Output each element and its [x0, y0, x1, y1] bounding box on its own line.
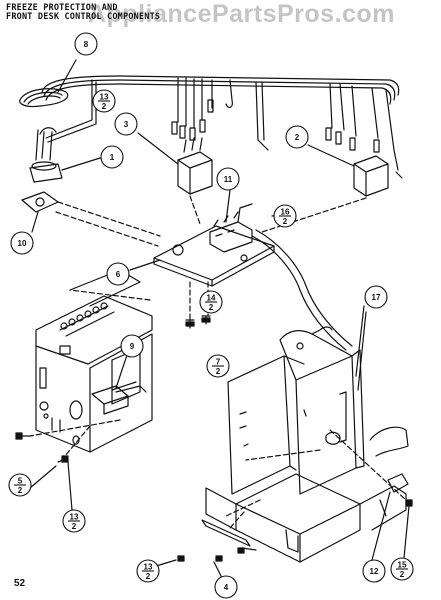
wire-loop-8 [19, 59, 77, 108]
callout-numerator: 15 [398, 561, 407, 570]
bracket-4 [155, 519, 257, 579]
callout-circle [364, 285, 388, 309]
callout-number: 12 [370, 567, 379, 576]
callout-number: 2 [295, 133, 300, 142]
diagram-title-line2: FRONT DESK CONTROL COMPONENTS [6, 12, 161, 22]
callout-numerator: 7 [216, 358, 221, 367]
callout-number: 1 [110, 153, 115, 162]
callout-circle [216, 167, 240, 191]
callout-denominator: 2 [72, 522, 77, 531]
callout-c2: 2 [285, 125, 309, 149]
callout-circle [362, 559, 386, 583]
callout-number: 6 [116, 270, 121, 279]
callout-denominator: 2 [216, 367, 221, 376]
terminal-block-11 [209, 189, 253, 253]
bracket-10 [21, 191, 59, 233]
callout-denominator: 2 [400, 570, 405, 579]
board-screws [185, 315, 211, 329]
callout-numerator: 13 [100, 93, 109, 102]
callout-circle [214, 575, 238, 599]
callout-number: 4 [224, 583, 229, 592]
callout-c7: 72 [206, 354, 230, 378]
callout-c6: 6 [106, 262, 130, 286]
callout-numerator: 5 [18, 477, 23, 486]
callout-number: 3 [124, 120, 129, 129]
callout-circle [120, 334, 144, 358]
callout-c9: 9 [120, 334, 144, 358]
callout-c1: 1 [100, 145, 124, 169]
front-desk-control-box [35, 269, 153, 453]
callout-number: 17 [372, 293, 381, 302]
diagram-title-line1: FREEZE PROTECTION AND [6, 3, 118, 13]
page-number: 52 [14, 578, 26, 589]
callout-number: 10 [18, 239, 27, 248]
callout-number: 9 [130, 342, 135, 351]
callout-c10: 10 [10, 231, 34, 255]
callout-circle [74, 32, 98, 56]
callout-c13c: 132 [136, 559, 160, 583]
callout-c13b: 132 [62, 509, 86, 533]
callout-numerator: 13 [70, 513, 79, 522]
switch-9 [91, 351, 147, 415]
callout-denominator: 2 [18, 486, 23, 495]
callout-numerator: 14 [207, 294, 216, 303]
callout-circle [285, 125, 309, 149]
callout-c15: 152 [390, 557, 414, 581]
relay-3 [137, 99, 214, 195]
callout-c14: 142 [199, 290, 223, 314]
callout-denominator: 2 [209, 303, 214, 312]
callout-circle [10, 231, 34, 255]
callout-denominator: 2 [146, 572, 151, 581]
ribbon-cable [251, 211, 353, 351]
sensor-1 [29, 127, 101, 183]
callout-numerator: 13 [144, 563, 153, 572]
callout-circle [106, 262, 130, 286]
wiring-harness [41, 75, 400, 171]
left-box-screws [15, 432, 73, 511]
callout-circle [114, 112, 138, 136]
callout-denominator: 2 [102, 102, 107, 111]
watermark: AppliancePartsPros.com [88, 0, 395, 28]
relay-2 [307, 127, 403, 197]
callout-numerator: 16 [281, 208, 290, 217]
callout-number: 8 [84, 40, 89, 49]
cabinet-17 [205, 305, 409, 563]
callout-c17: 17 [364, 285, 388, 309]
callout-number: 11 [224, 175, 233, 184]
callout-c16: 162 [273, 204, 297, 228]
callout-c12: 12 [362, 559, 386, 583]
callout-c8: 8 [74, 32, 98, 56]
callout-c11: 11 [216, 167, 240, 191]
callout-c5: 52 [8, 473, 32, 497]
callout-circle [100, 145, 124, 169]
callout-c4: 4 [214, 575, 238, 599]
callout-denominator: 2 [283, 217, 288, 226]
right-screws [371, 491, 413, 561]
callout-c3: 3 [114, 112, 138, 136]
callout-c13a: 132 [92, 89, 116, 113]
